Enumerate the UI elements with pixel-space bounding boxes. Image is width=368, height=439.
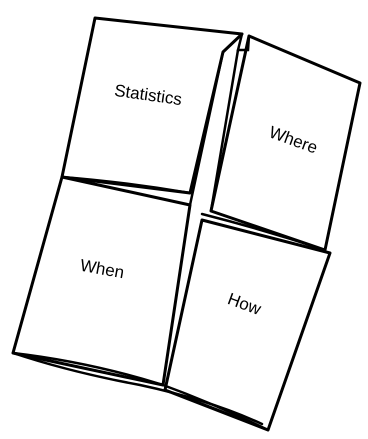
panel-top-left [62, 18, 242, 193]
panel-bottom-left [13, 177, 190, 385]
